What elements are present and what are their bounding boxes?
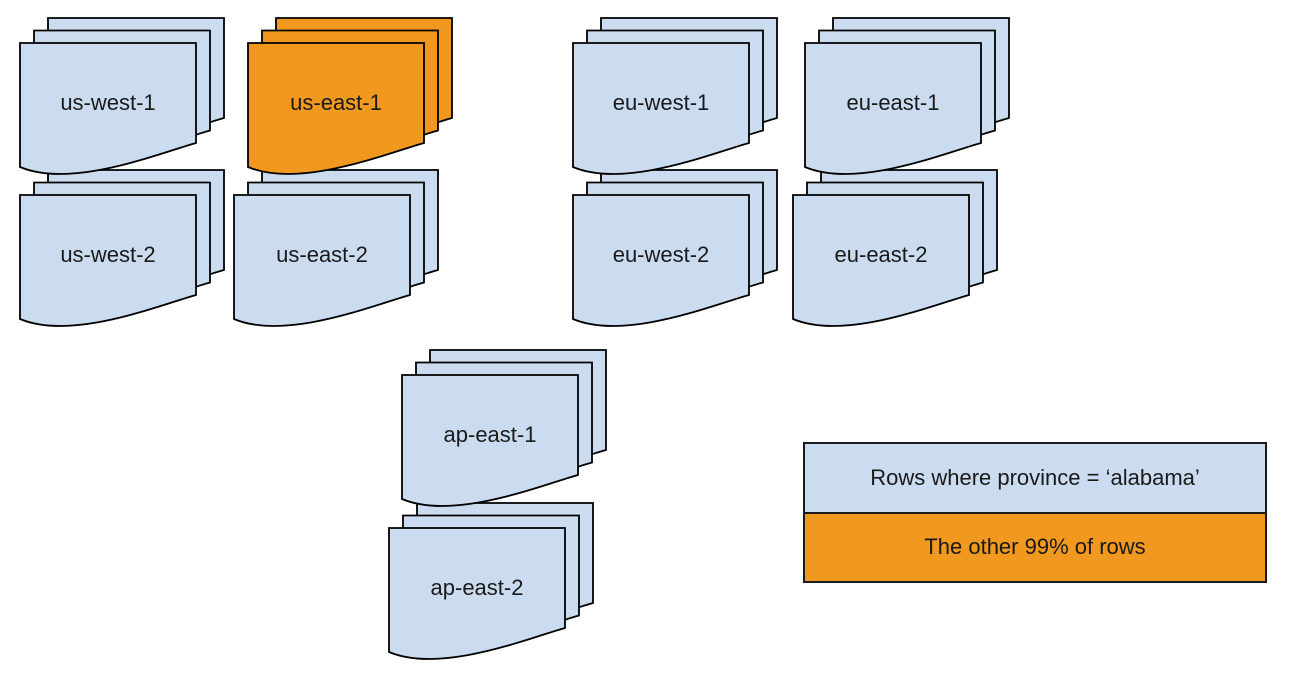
document-stack-us-east-2: us-east-2: [233, 169, 440, 334]
region-label-eu-west-2: eu-west-2: [612, 242, 710, 267]
document-stack-us-west-1: us-west-1: [19, 17, 226, 182]
stacked-documents-icon: [804, 17, 1010, 175]
legend-item-other-rows: The other 99% of rows: [805, 513, 1265, 581]
stacked-documents-icon: [572, 17, 778, 175]
legend-item-other-rows-label: The other 99% of rows: [924, 534, 1146, 560]
document-stack-eu-east-2: eu-east-2: [792, 169, 999, 334]
region-label-eu-west-1: eu-west-1: [612, 90, 710, 115]
stacked-documents-icon: [19, 169, 225, 327]
legend-item-alabama-rows-label: Rows where province = ‘alabama’: [870, 464, 1200, 490]
legend-item-alabama-rows: Rows where province = ‘alabama’: [805, 444, 1265, 514]
region-label-eu-east-2: eu-east-2: [834, 242, 928, 267]
region-label-us-east-1: us-east-1: [290, 90, 382, 115]
document-stack-us-west-2: us-west-2: [19, 169, 226, 334]
stacked-documents-icon: [572, 169, 778, 327]
stacked-documents-icon: [247, 17, 453, 175]
legend: Rows where province = ‘alabama’ The othe…: [803, 442, 1267, 583]
region-label-us-west-1: us-west-1: [60, 90, 156, 115]
region-label-us-east-2: us-east-2: [276, 242, 368, 267]
stacked-documents-icon: [388, 502, 594, 660]
region-label-us-west-2: us-west-2: [60, 242, 156, 267]
stacked-documents-icon: [401, 349, 607, 507]
document-stack-ap-east-1: ap-east-1: [401, 349, 608, 514]
document-stack-ap-east-2: ap-east-2: [388, 502, 595, 667]
document-stack-us-east-1: us-east-1: [247, 17, 454, 182]
region-label-ap-east-2: ap-east-2: [430, 575, 524, 600]
stacked-documents-icon: [792, 169, 998, 327]
region-label-eu-east-1: eu-east-1: [846, 90, 940, 115]
document-stack-eu-east-1: eu-east-1: [804, 17, 1011, 182]
stacked-documents-icon: [19, 17, 225, 175]
region-label-ap-east-1: ap-east-1: [443, 422, 537, 447]
document-stack-eu-west-2: eu-west-2: [572, 169, 779, 334]
document-stack-eu-west-1: eu-west-1: [572, 17, 779, 182]
stacked-documents-icon: [233, 169, 439, 327]
